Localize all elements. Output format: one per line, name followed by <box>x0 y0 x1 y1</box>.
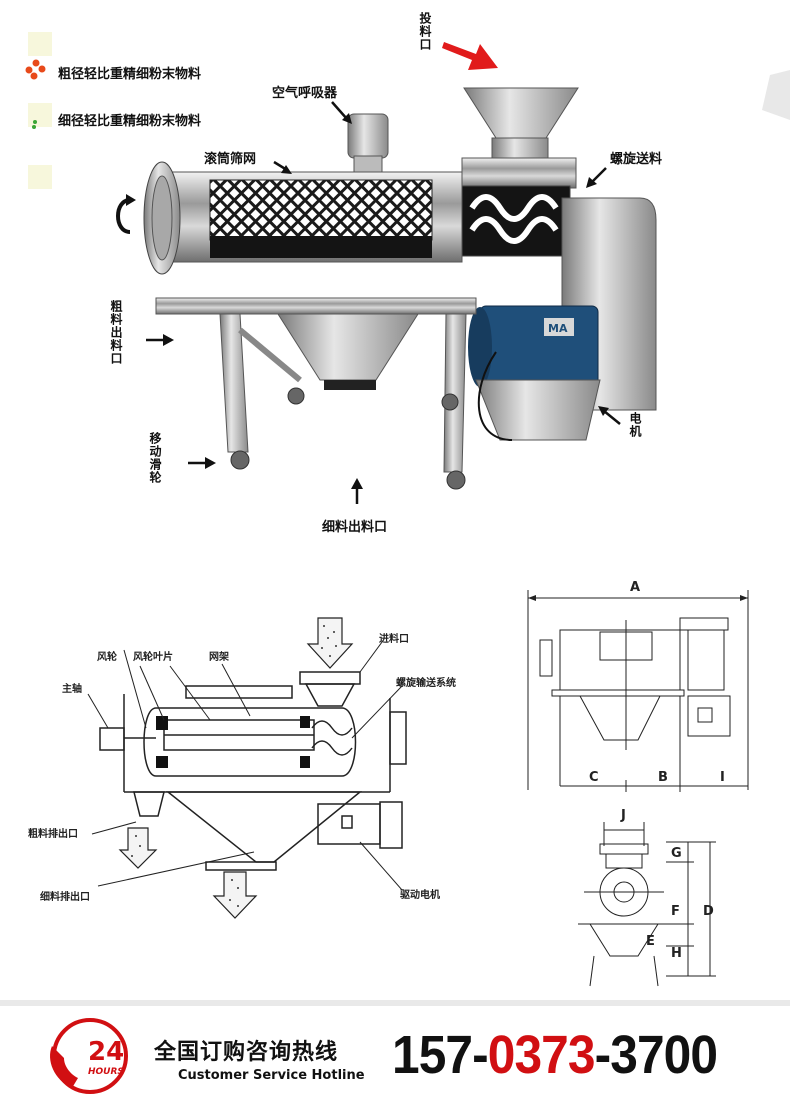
label-drum-screen: 滚筒筛网 <box>204 152 257 167</box>
phone-24-hours-icon: 24 HOURS <box>42 1016 134 1096</box>
phone-part-b: 0373 <box>487 1025 596 1085</box>
label-inlet: 进料口 <box>379 634 409 645</box>
dim-E: E <box>646 934 655 949</box>
machine-photo: MA <box>143 87 657 490</box>
label-coarse-discharge: 粗料排出口 <box>28 829 78 840</box>
dimension-drawing-side <box>527 590 749 792</box>
decorative-square <box>762 70 790 120</box>
label-frame: 网架 <box>209 652 229 663</box>
arrow-coarse-outlet-icon <box>146 331 174 346</box>
legend-fine-label: 细径轻比重精细粉末物料 <box>58 114 202 129</box>
coarse-dots-icon <box>24 58 48 80</box>
label-screw-feed: 螺旋送料 <box>610 152 663 167</box>
label-coarse-outlet: 粗料出料口 <box>109 300 123 365</box>
dim-G: G <box>671 846 682 861</box>
arrow-air-breather-icon <box>330 100 354 126</box>
label-fine-discharge: 细料排出口 <box>40 892 90 903</box>
fine-dots-icon <box>30 110 42 130</box>
dim-C: C <box>589 770 599 785</box>
label-air-breather: 空气呼吸器 <box>272 86 338 101</box>
arrow-fine-outlet-icon <box>351 478 363 504</box>
label-wind-wheel: 风轮 <box>97 652 117 663</box>
dim-J: J <box>621 808 626 823</box>
schematic-diagram <box>87 617 407 919</box>
hotline-phone-number: 157-0373-3700 <box>392 1025 718 1085</box>
arrow-screw-feed-icon <box>584 166 608 190</box>
label-fine-outlet: 细料出料口 <box>322 520 388 535</box>
dim-F: F <box>671 904 680 919</box>
label-main-shaft: 主轴 <box>62 684 82 695</box>
dim-D: D <box>703 904 714 919</box>
arrow-caster-icon <box>188 454 216 469</box>
badge-number: 24 <box>88 1037 124 1067</box>
hotline-subtitle: Customer Service Hotline <box>178 1068 365 1083</box>
rotation-icon <box>110 194 140 238</box>
dim-B: B <box>658 770 668 785</box>
arrow-motor-icon <box>596 404 622 426</box>
legend-swatch-top <box>28 32 52 56</box>
dim-H: H <box>671 946 682 961</box>
dimension-drawing-end <box>578 822 716 987</box>
svg-text:MA: MA <box>548 322 568 335</box>
label-screw-system: 螺旋输送系统 <box>396 678 456 689</box>
legend-swatch-fine <box>28 103 52 127</box>
label-drive-motor: 驱动电机 <box>400 890 440 901</box>
phone-part-a: 157- <box>392 1025 489 1085</box>
phone-part-c: -3700 <box>594 1025 718 1085</box>
legend-coarse-label: 粗径轻比重精细粉末物料 <box>58 67 202 82</box>
label-caster: 移动滑轮 <box>148 432 162 484</box>
label-motor: 电机 <box>628 412 642 438</box>
dim-A: A <box>630 580 641 595</box>
hotline-title: 全国订购咨询热线 <box>154 1040 339 1065</box>
feed-arrow-icon <box>442 34 502 74</box>
arrow-drum-screen-icon <box>272 160 294 176</box>
label-blade: 风轮叶片 <box>133 652 173 663</box>
hotline-footer: 24 HOURS 全国订购咨询热线 Customer Service Hotli… <box>0 1000 790 1108</box>
badge-text: HOURS <box>88 1067 124 1077</box>
label-feed-port: 投料口 <box>418 12 432 51</box>
legend-swatch-bottom <box>28 165 52 189</box>
dim-I: I <box>720 770 725 785</box>
